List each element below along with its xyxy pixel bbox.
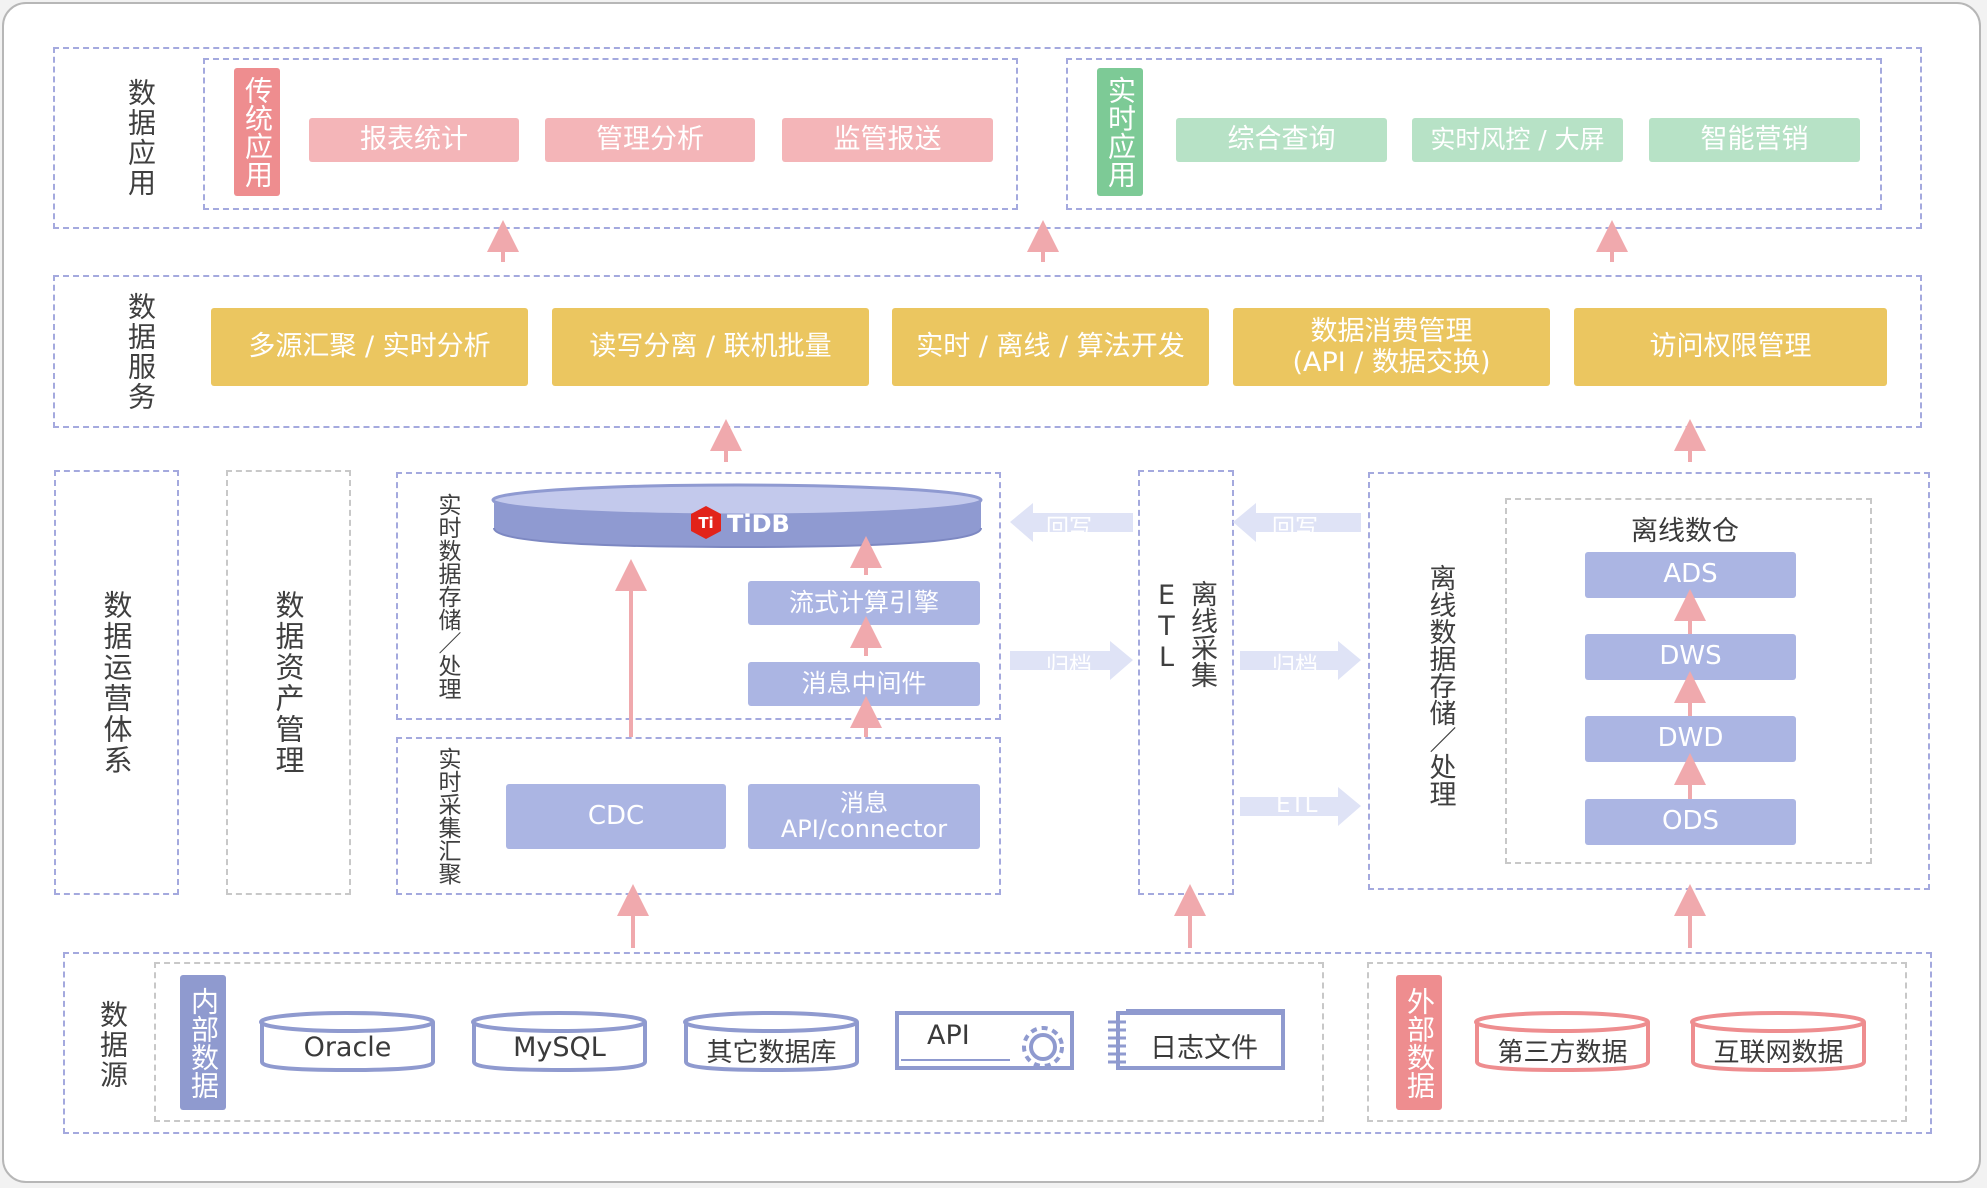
service-consumption-mgmt: 数据消费管理 (API / 数据交换) [1233,308,1550,386]
realtime-collect-group [396,737,1001,895]
service-read-write-split: 读写分离 / 联机批量 [552,308,869,386]
source-oracle: Oracle [303,1032,392,1063]
writeback-label-1: 回写 [1046,515,1092,541]
services-layer-label: 数据服务 [124,291,157,412]
realtime-apps-group [1066,58,1882,210]
offline-etl-label: 离线采集 ETL [1151,580,1217,688]
realtime-storage-group [396,472,1001,720]
realtime-apps-tag: 实时应用 [1097,68,1143,196]
realtime-collect-label: 实时采集汇聚 [434,747,460,885]
source-mysql: MySQL [513,1032,606,1063]
layer-ads: ADS [1585,552,1796,598]
archive-label-2: 归档 [1272,653,1318,679]
asset-mgmt-column [226,470,351,895]
stream-compute-engine: 流式计算引擎 [748,581,980,625]
internal-sources-tag: 内部数据 [180,975,226,1110]
tidb-label: TiDB [727,510,790,538]
app-smart-marketing: 智能营销 [1649,118,1860,162]
message-middleware: 消息中间件 [748,662,980,706]
source-third-party: 第三方数据 [1497,1038,1628,1068]
layer-dwd: DWD [1585,716,1796,762]
traditional-apps-tag: 传统应用 [234,68,280,196]
app-risk-dashboard: 实时风控 / 大屏 [1412,118,1623,162]
ops-system-column [54,470,179,895]
writeback-label-2: 回写 [1272,515,1318,541]
source-internet: 互联网数据 [1713,1038,1844,1068]
external-sources-tag: 外部数据 [1396,975,1442,1110]
app-integrated-query: 综合查询 [1176,118,1387,162]
source-log-files: 日志文件 [1150,1033,1258,1064]
offline-storage-label: 离线数据存储／处理 [1424,563,1456,807]
service-access-control: 访问权限管理 [1574,308,1887,386]
source-api: API [927,1020,970,1051]
services-layer [53,275,1922,428]
sources-layer-label: 数据源 [96,1000,129,1090]
app-management-analysis: 管理分析 [545,118,755,162]
etl-arrow-label: ETL [1276,792,1318,818]
offline-warehouse-group [1505,498,1872,864]
cdc-box: CDC [506,784,726,849]
layer-ods: ODS [1585,799,1796,845]
app-report-stats: 报表统计 [309,118,519,162]
sources-layer [63,952,1932,1134]
traditional-apps-group [203,58,1018,210]
offline-warehouse-title: 离线数仓 [1631,516,1739,547]
offline-storage-group [1368,472,1930,890]
external-sources-group [1367,962,1907,1122]
archive-label-1: 归档 [1046,653,1092,679]
internal-sources-group [154,962,1324,1122]
service-multi-source: 多源汇聚 / 实时分析 [211,308,528,386]
app-regulatory-report: 监管报送 [782,118,993,162]
apps-layer-label: 数据应用 [124,77,157,198]
apps-layer [53,47,1922,229]
realtime-storage-label: 实时数据存储／处理 [434,492,460,700]
ops-system-label: 数据运营体系 [99,589,133,776]
layer-dws: DWS [1585,634,1796,680]
service-dev: 实时 / 离线 / 算法开发 [892,308,1209,386]
source-other-db: 其它数据库 [706,1038,837,1068]
message-api-connector-box: 消息 API/connector [748,784,980,849]
asset-mgmt-label: 数据资产管理 [271,589,305,776]
